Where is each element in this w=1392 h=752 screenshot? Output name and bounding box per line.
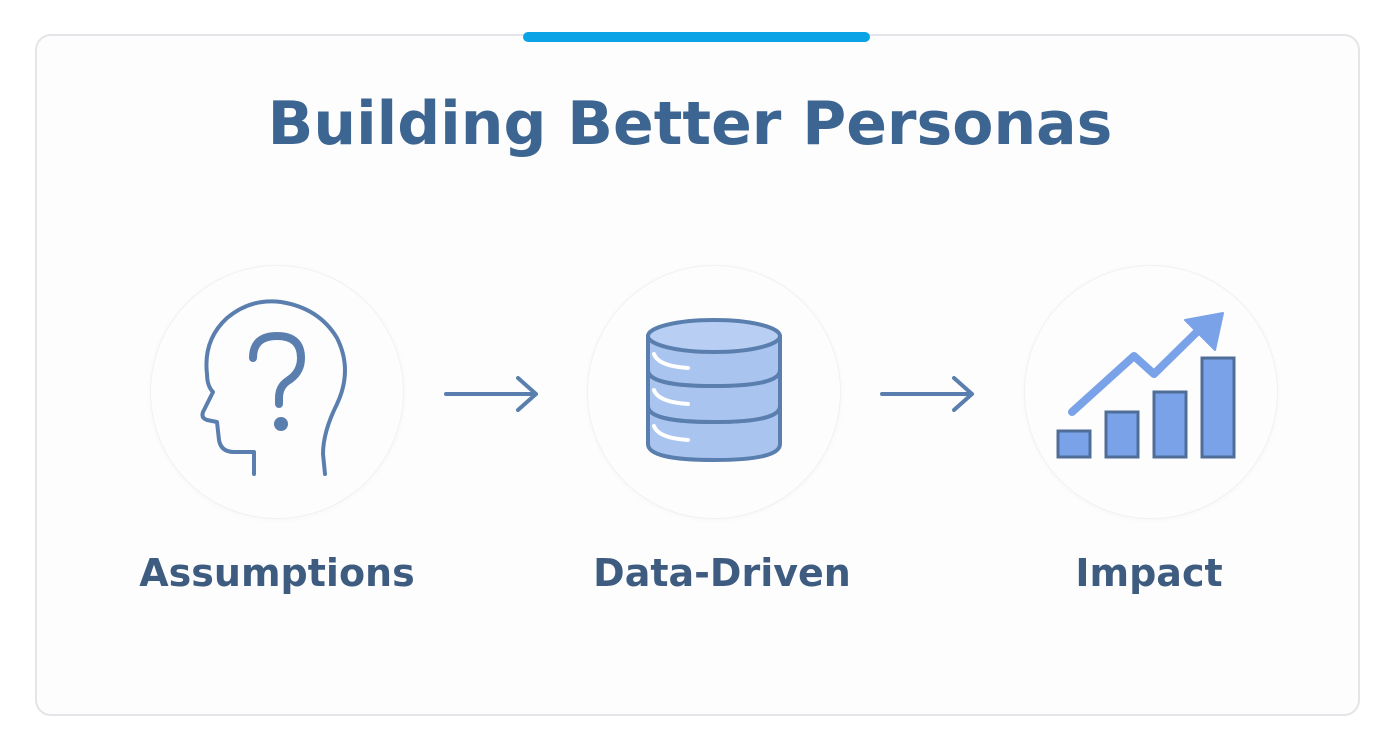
step-assumptions — [151, 266, 403, 518]
step-impact — [1025, 266, 1277, 518]
arrow-right-icon — [444, 376, 538, 412]
accent-bar — [523, 32, 870, 42]
step-label-data-driven: Data-Driven — [593, 551, 851, 595]
step-label-impact: Impact — [1075, 551, 1223, 595]
page-title: Building Better Personas — [267, 89, 1113, 159]
step-data-driven — [588, 266, 840, 518]
growth-chart-icon — [1056, 312, 1236, 459]
head-question-icon — [200, 299, 347, 476]
arrow-right-icon — [880, 376, 974, 412]
step-label-assumptions: Assumptions — [139, 551, 415, 595]
database-icon — [646, 318, 782, 462]
